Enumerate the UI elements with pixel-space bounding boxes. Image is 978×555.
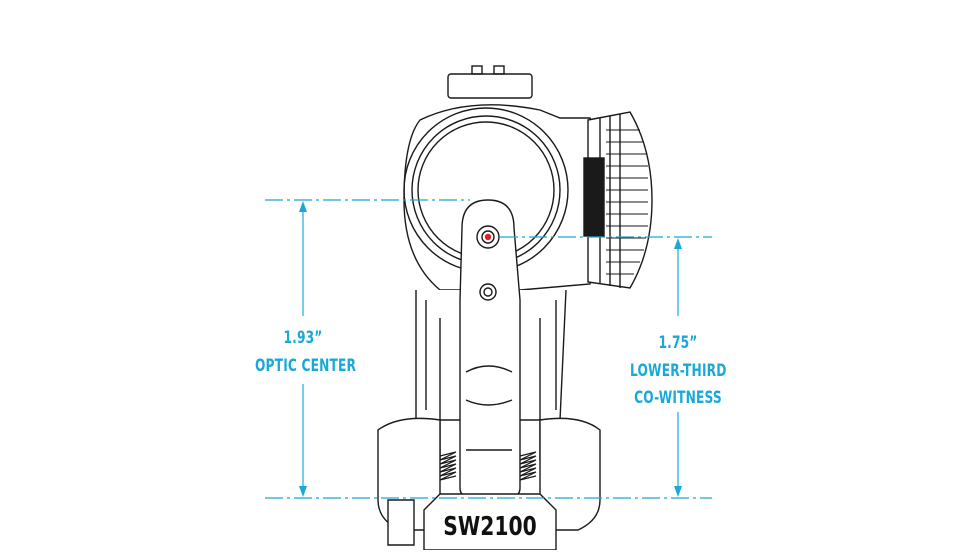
right-dimension-label-line2: CO-WITNESS [634,388,722,408]
dimension-arrowheads [299,201,682,497]
optic-mount-drawing [377,65,653,551]
model-label: SW2100 [443,512,537,542]
dimension-lines [265,199,712,499]
right-dimension-label-line1: LOWER-THIRD [630,361,727,381]
reticle-dot [484,233,492,241]
left-dimension-label: OPTIC CENTER [255,356,357,376]
right-dimension-value: 1.75” [658,333,698,353]
left-dimension-value: 1.93” [283,328,323,348]
